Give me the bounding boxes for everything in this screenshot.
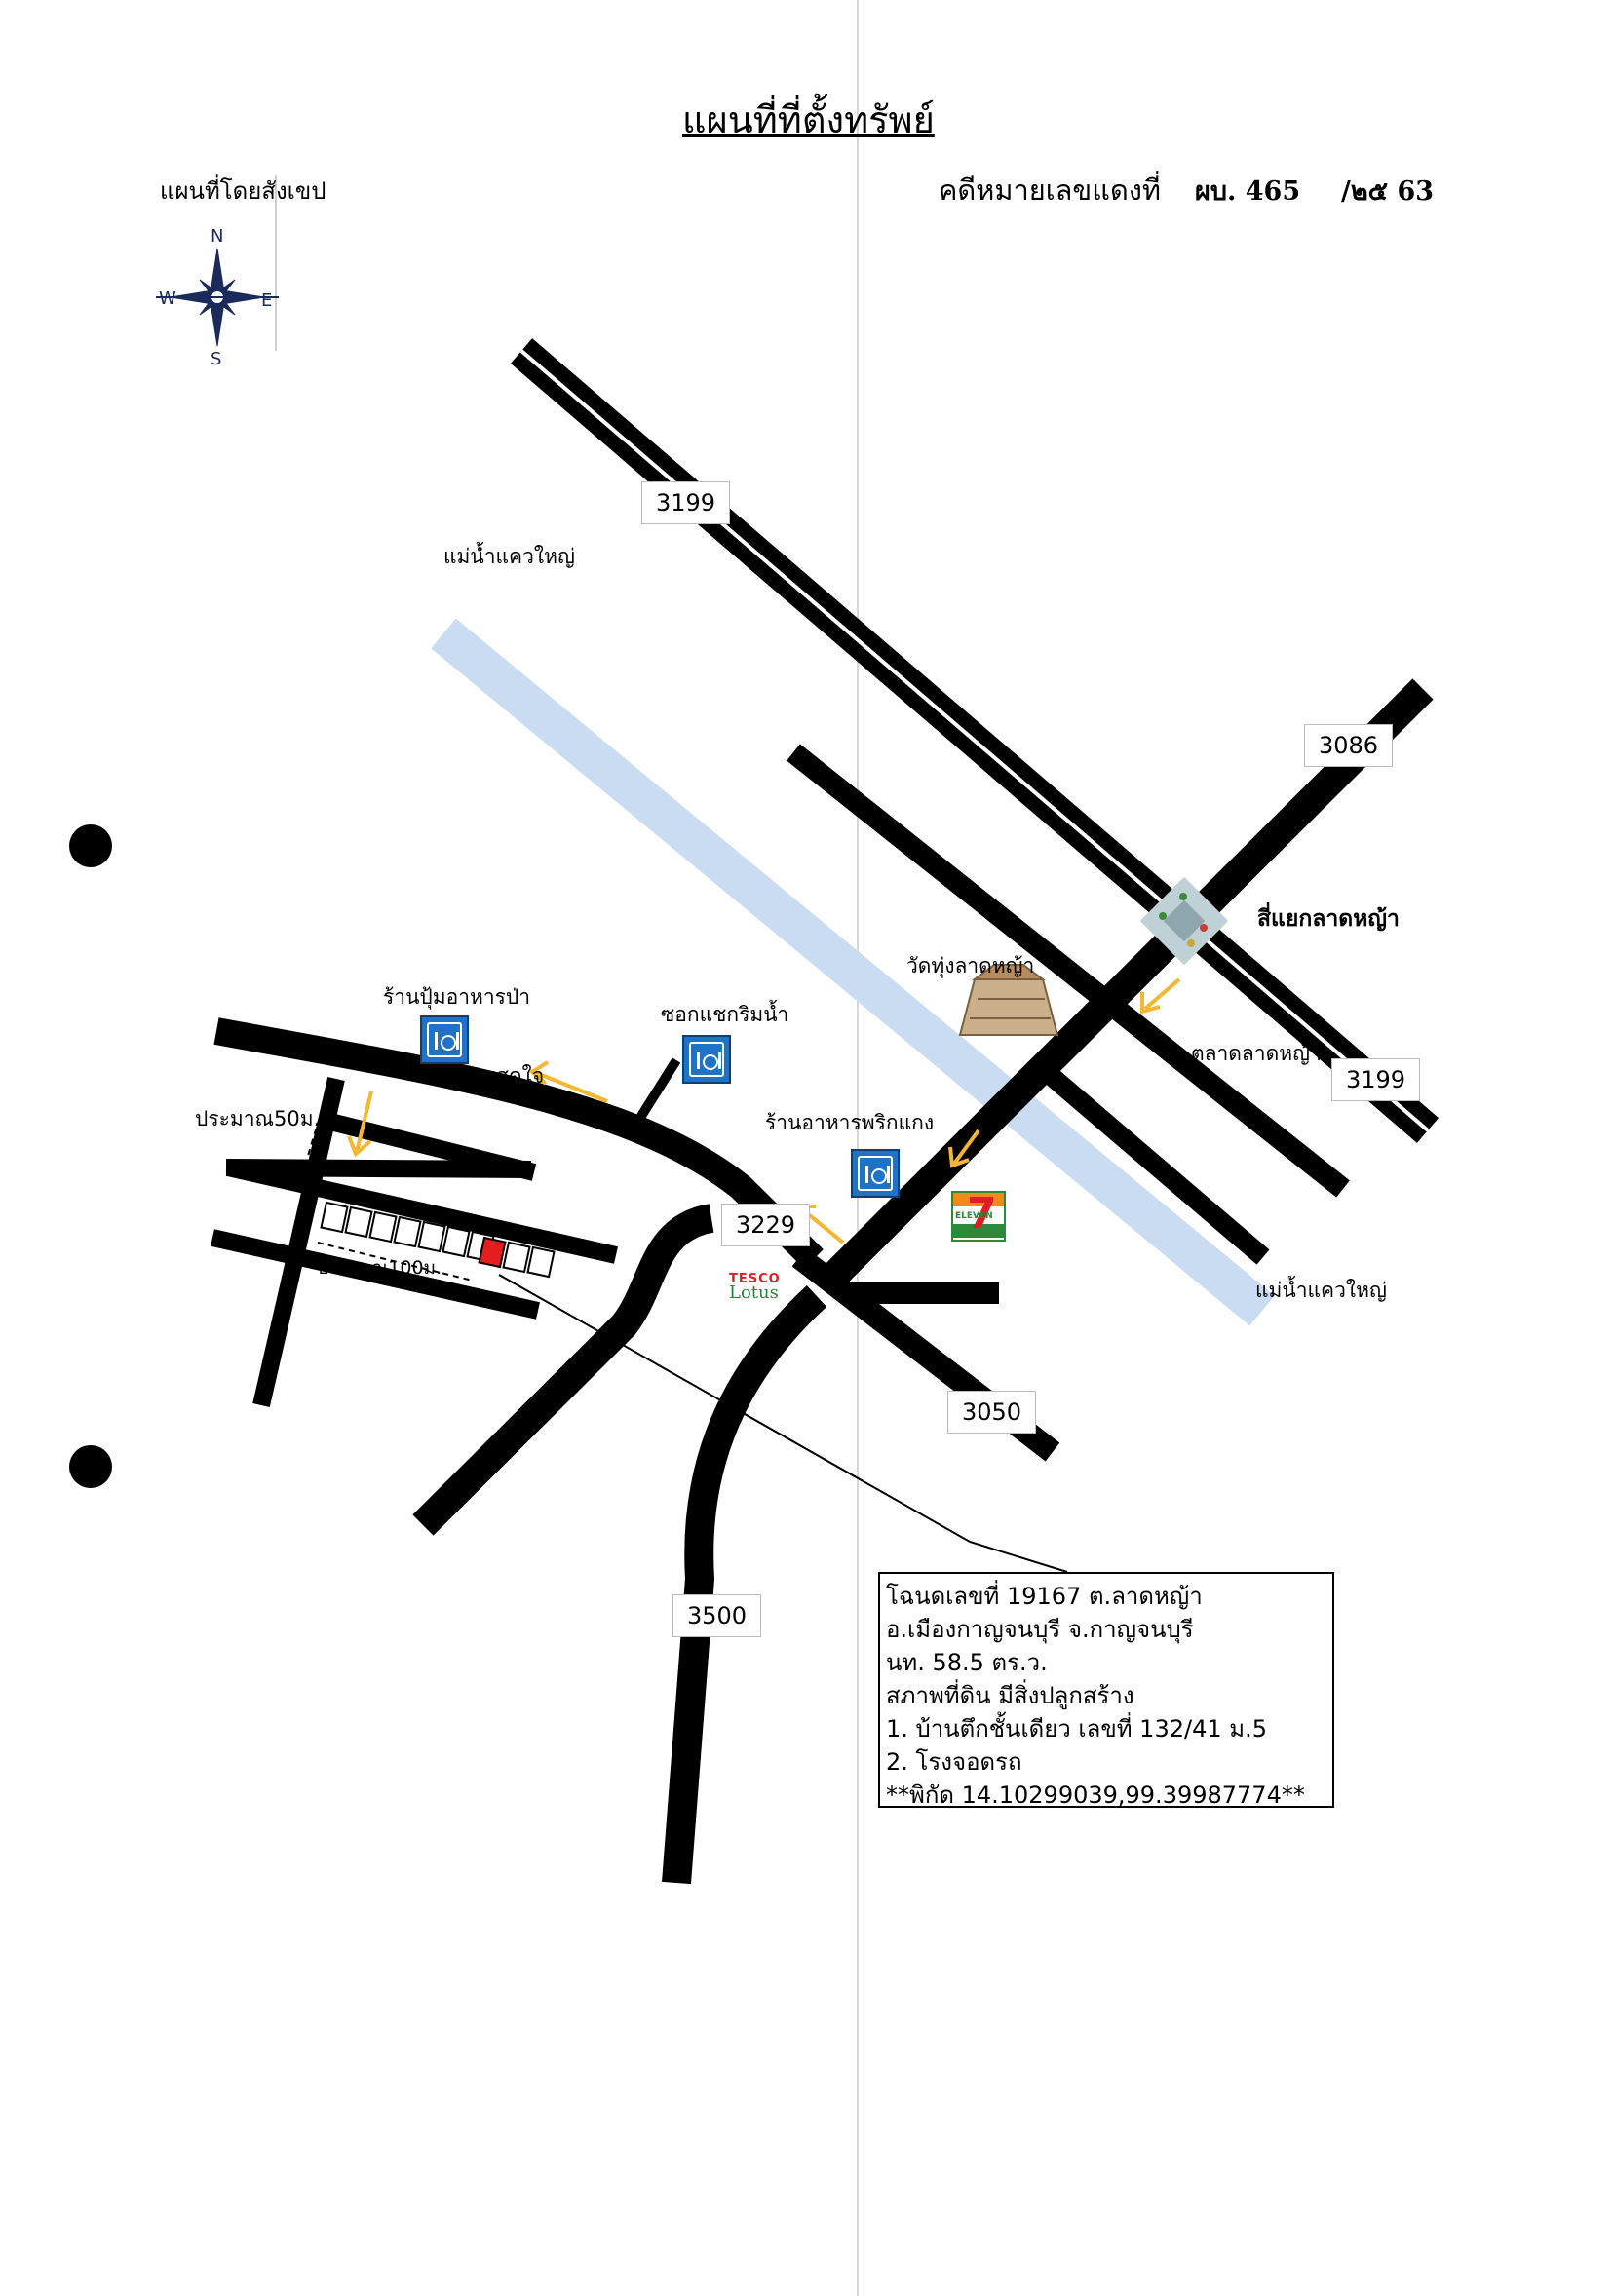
label-intersection: สี่แยกลาดหญ้า — [1257, 906, 1400, 932]
tesco-lotus-logo: TESCO Lotus — [729, 1272, 781, 1303]
house-row — [320, 1201, 556, 1279]
leader-line — [498, 1274, 1068, 1573]
road-market-lane — [1028, 1054, 1270, 1265]
compass-rose-icon — [156, 248, 279, 347]
restaurant-icon-prik — [851, 1149, 900, 1198]
road-parallel-upper — [787, 744, 1350, 1198]
info-line-building-2: 2. โรงจอดรถ — [886, 1748, 1022, 1776]
road-soi-chok — [634, 1057, 681, 1124]
case-prefix: ผบ. 465 — [1195, 176, 1301, 207]
page-title: แผนที่ที่ตั้งทรัพย์ — [682, 98, 935, 141]
road-3199-highway — [510, 338, 1440, 1143]
info-line-area: นท. 58.5 ตร.ว. — [886, 1649, 1048, 1676]
road-3229 — [213, 1017, 824, 1269]
label-river-bottom: แม่น้ำแควใหญ่ — [1255, 1279, 1387, 1302]
subject-plot — [478, 1236, 507, 1269]
label-river-top: แม่น้ำแควใหญ่ — [443, 545, 575, 568]
lane-vertical — [252, 1076, 345, 1408]
lane-1 — [225, 1159, 532, 1178]
direction-arrows — [347, 977, 1181, 1244]
label-approx-100m: ประมาณ100ม. — [317, 1257, 442, 1279]
info-line-coordinates: **พิกัด 14.10299039,99.39987774** — [886, 1781, 1305, 1809]
river-kwai-yai — [431, 618, 1275, 1326]
compass-e: E — [261, 290, 273, 311]
distance-arrow-50m — [304, 1087, 329, 1167]
map-subtitle: แผนที่โดยสังเขป — [160, 177, 326, 205]
road-label-3086: 3086 — [1304, 724, 1394, 767]
info-line-condition: สภาพที่ดิน มีสิ่งปลูกสร้าง — [886, 1682, 1134, 1709]
label-temple: วัดทุ่งลาดหญ้า — [906, 954, 1035, 977]
compass-s: S — [211, 349, 222, 369]
label-restaurant-prik: ร้านอาหารพริกแกง — [765, 1111, 935, 1134]
label-soi-sud: ซอยสุดใจ — [458, 1064, 545, 1088]
property-info-box: โฉนดเลขที่ 19167 ต.ลาดหญ้า อ.เมืองกาญจนบ… — [878, 1572, 1334, 1809]
road-3086 — [813, 678, 1434, 1297]
road-label-3050: 3050 — [947, 1391, 1037, 1434]
label-restaurant-pa: ร้านปุ้มอาหารป่า — [383, 985, 531, 1009]
label-approx-50m: ประมาณ50ม. — [195, 1107, 321, 1130]
case-label: คดีหมายเลขแดงที่ — [939, 173, 1162, 207]
temple-icon — [958, 964, 1059, 1036]
info-line-building-1: 1. บ้านตึกชั้นเดียว เลขที่ 132/41 ม.5 — [886, 1715, 1267, 1742]
label-market: ตลาดลาดหญ้า — [1191, 1042, 1322, 1065]
road-label-3500: 3500 — [672, 1594, 762, 1637]
road-label-3199-top: 3199 — [641, 481, 731, 524]
lane-3 — [211, 1229, 540, 1320]
road-3500 — [662, 1284, 827, 1885]
binder-hole-bottom — [69, 1445, 112, 1488]
info-line-deed: โฉนดเลขที่ 19167 ต.ลาดหญ้า — [886, 1583, 1203, 1610]
restaurant-icon-pa — [420, 1015, 469, 1064]
road-southwest — [412, 1204, 715, 1536]
label-soi-chok: ซอกแชกริมน้ำ — [661, 1003, 789, 1026]
seven-eleven-logo: 7 ELEVEN — [951, 1189, 1006, 1242]
info-line-district: อ.เมืองกาญจนบุรี จ.กาญจนบุรี — [886, 1616, 1194, 1643]
distance-arrow-100m — [317, 1242, 474, 1282]
binder-hole-top — [69, 824, 112, 867]
compass-n: N — [211, 226, 224, 247]
lane-2-real — [226, 1159, 618, 1264]
case-number: /๒๕ 63 — [1341, 176, 1435, 207]
road-label-3229: 3229 — [721, 1204, 811, 1246]
compass-w: W — [159, 288, 176, 309]
restaurant-icon-chok — [682, 1035, 731, 1084]
road-label-3199-right: 3199 — [1331, 1058, 1421, 1101]
